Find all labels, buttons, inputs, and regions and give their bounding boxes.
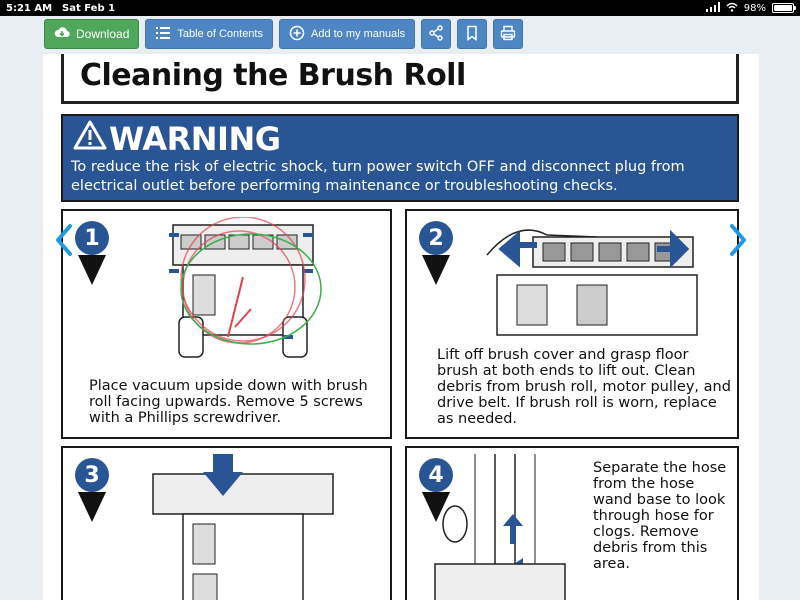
status-bar: 5:21 AM Sat Feb 1 98% bbox=[0, 0, 800, 16]
vacuum-brush-cover-illustration bbox=[152, 454, 334, 600]
download-label: Download bbox=[76, 27, 130, 41]
printer-icon bbox=[500, 25, 516, 44]
share-icon bbox=[428, 24, 444, 44]
chevron-right-icon bbox=[730, 224, 746, 256]
add-label: Add to my manuals bbox=[311, 28, 406, 40]
warning-heading: WARNING bbox=[73, 120, 281, 158]
step-1-text: Place vacuum upside down with brush roll… bbox=[89, 378, 368, 426]
manual-page: Cleaning the Brush Roll WARNING To reduc… bbox=[43, 54, 759, 600]
cloud-download-icon bbox=[54, 25, 70, 44]
signal-icon bbox=[705, 1, 720, 15]
next-page-button[interactable] bbox=[726, 222, 750, 258]
bookmark-icon bbox=[464, 25, 480, 44]
step-4-text: Separate the hose from the hose wand bas… bbox=[593, 460, 727, 572]
battery-fill bbox=[774, 5, 792, 11]
status-date: Sat Feb 1 bbox=[62, 2, 116, 14]
vacuum-underside-illustration bbox=[169, 217, 322, 358]
page-title: Cleaning the Brush Roll bbox=[80, 58, 466, 93]
step-4: 4 Separate the hose from the hose wand b… bbox=[405, 446, 739, 600]
step-number: 2 bbox=[419, 221, 453, 255]
chevron-left-icon bbox=[56, 224, 72, 256]
download-button[interactable]: Download bbox=[44, 19, 140, 49]
status-time: 5:21 AM bbox=[6, 2, 53, 14]
warning-text: To reduce the risk of electric shock, tu… bbox=[71, 159, 685, 194]
hose-wand-illustration bbox=[434, 454, 566, 600]
plus-circle-icon bbox=[289, 25, 305, 44]
step-3: 3 bbox=[61, 446, 392, 600]
step-pointer-icon bbox=[78, 492, 106, 522]
battery-icon bbox=[772, 3, 796, 13]
step-2-text: Lift off brush cover and grasp floor bru… bbox=[437, 347, 731, 427]
step-number: 3 bbox=[75, 458, 109, 492]
share-button[interactable] bbox=[421, 19, 452, 49]
list-icon bbox=[155, 25, 171, 44]
add-to-manuals-button[interactable]: Add to my manuals bbox=[279, 19, 416, 49]
title-box: Cleaning the Brush Roll bbox=[61, 54, 739, 104]
toc-label: Table of Contents bbox=[177, 28, 263, 40]
print-button[interactable] bbox=[493, 19, 524, 49]
battery-percent: 98% bbox=[743, 2, 766, 14]
brush-roll-illustration bbox=[486, 229, 698, 336]
wifi-icon bbox=[726, 2, 738, 15]
step-2: 2 Lift off brush cover and grasp floor b… bbox=[405, 209, 739, 439]
step-number: 4 bbox=[419, 458, 453, 492]
step-pointer-icon bbox=[78, 255, 106, 285]
table-of-contents-button[interactable]: Table of Contents bbox=[145, 19, 273, 49]
toolbar: Download Table of Contents Add to my man… bbox=[44, 19, 524, 49]
step-number: 1 bbox=[75, 221, 109, 255]
step-1: 1 Place vacuum upside down with brush ro… bbox=[61, 209, 392, 439]
warning-title: WARNING bbox=[109, 120, 281, 158]
previous-page-button[interactable] bbox=[52, 222, 76, 258]
bookmark-button[interactable] bbox=[457, 19, 488, 49]
warning-triangle-icon bbox=[73, 120, 107, 158]
warning-box: WARNING To reduce the risk of electric s… bbox=[61, 114, 739, 202]
step-pointer-icon bbox=[422, 255, 450, 285]
